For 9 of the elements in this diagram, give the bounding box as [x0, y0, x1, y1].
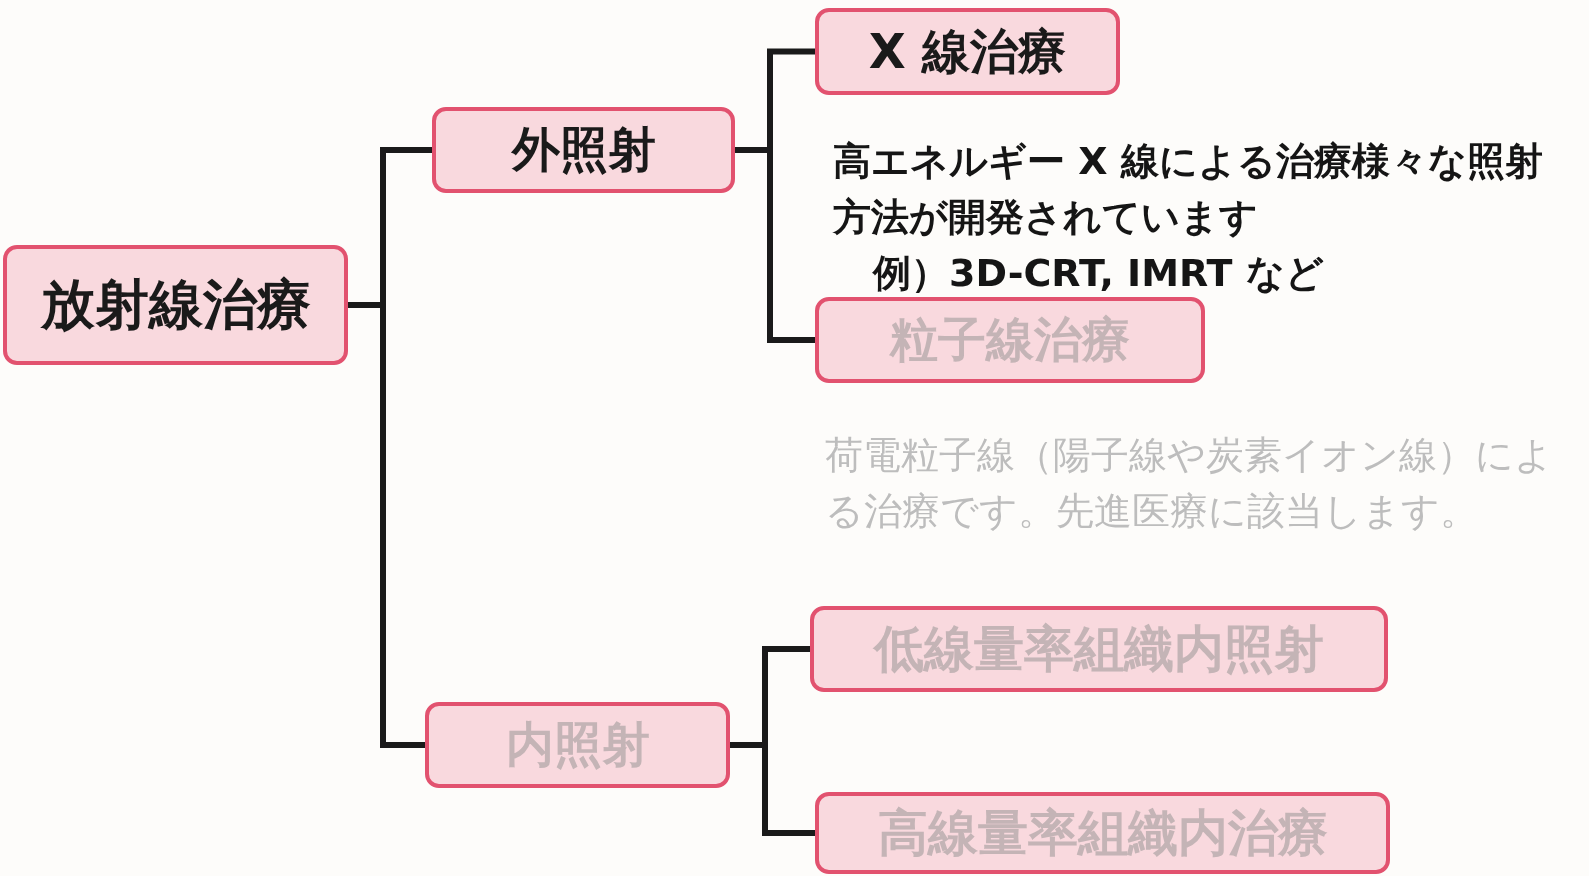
description-text: 荷電粒子線（陽子線や炭素イオン線）による治療です。先進医療に該当します。 — [825, 432, 1554, 535]
description-text: 高エネルギー X 線による治療様々な照射方法が開発されています — [833, 138, 1544, 241]
connector-line — [348, 302, 425, 748]
description-text: 例）3D-CRT, IMRT など — [873, 250, 1325, 297]
process-box: X 線治療 — [815, 8, 1120, 95]
connector-line — [730, 742, 815, 836]
process-box: 放射線治療 — [3, 245, 348, 365]
connector-line — [735, 147, 815, 343]
process-box: 外照射 — [432, 107, 735, 193]
